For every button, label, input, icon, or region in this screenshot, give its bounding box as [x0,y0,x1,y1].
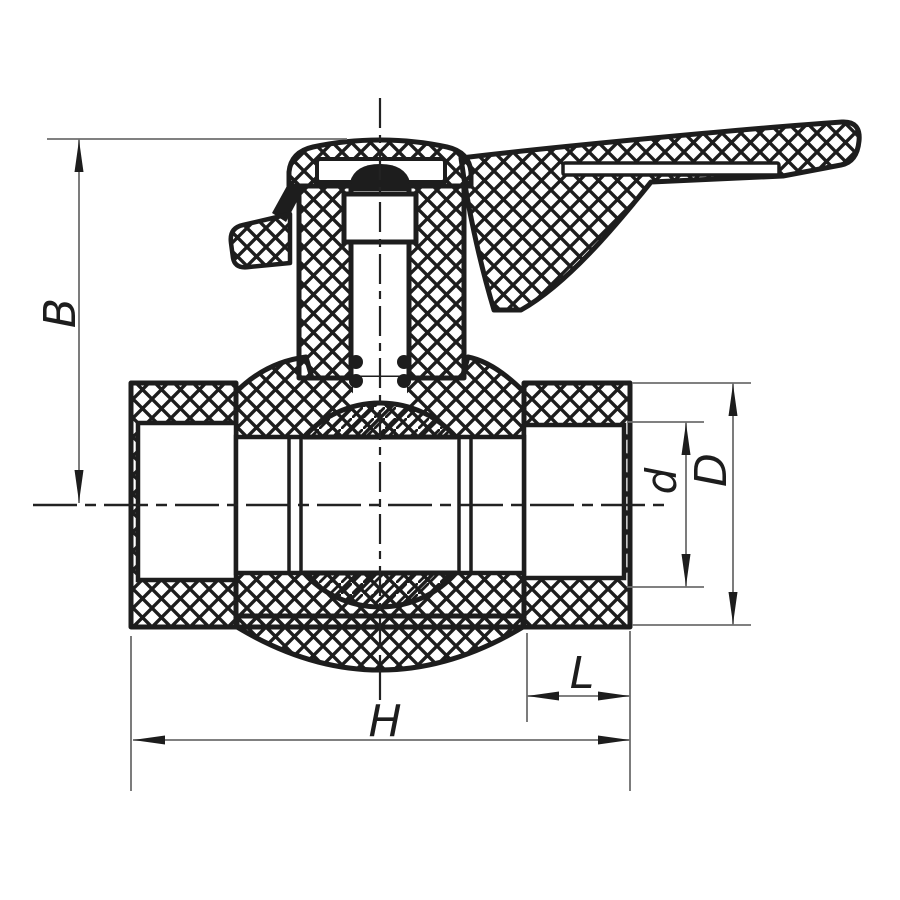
dimension-H: H [130,631,631,791]
arrowhead [728,384,738,416]
arrowhead [74,470,84,502]
dimension-D: D [632,382,751,626]
socket-left [135,420,239,583]
dim-label-D: D [686,453,737,487]
arrowhead [74,140,84,172]
dim-label-H: H [368,696,401,747]
packing-ring [349,374,363,388]
dim-label-d: d [637,467,686,494]
dimension-B: B [35,138,347,503]
dim-label-B: B [35,298,86,328]
arrowhead [728,592,738,624]
arrowhead [681,423,691,455]
arrowhead [681,554,691,586]
handle-stop-tab [228,211,293,270]
handle-strut [272,184,303,222]
arrowhead [598,691,630,701]
handle-arm [458,119,862,313]
socket-right [521,422,627,581]
stem-packing [349,355,411,388]
arrowhead [133,735,165,745]
dim-label-L: L [570,648,595,699]
dimension-L: L [526,633,630,722]
packing-ring [349,355,363,369]
arrowhead [527,691,559,701]
lever-handle [228,119,862,313]
dimension-d: d [627,421,704,588]
packing-ring [397,355,411,369]
arrowhead [598,735,630,745]
bonnet-stem [296,183,467,381]
handle-groove [561,161,781,177]
packing-ring [397,374,411,388]
